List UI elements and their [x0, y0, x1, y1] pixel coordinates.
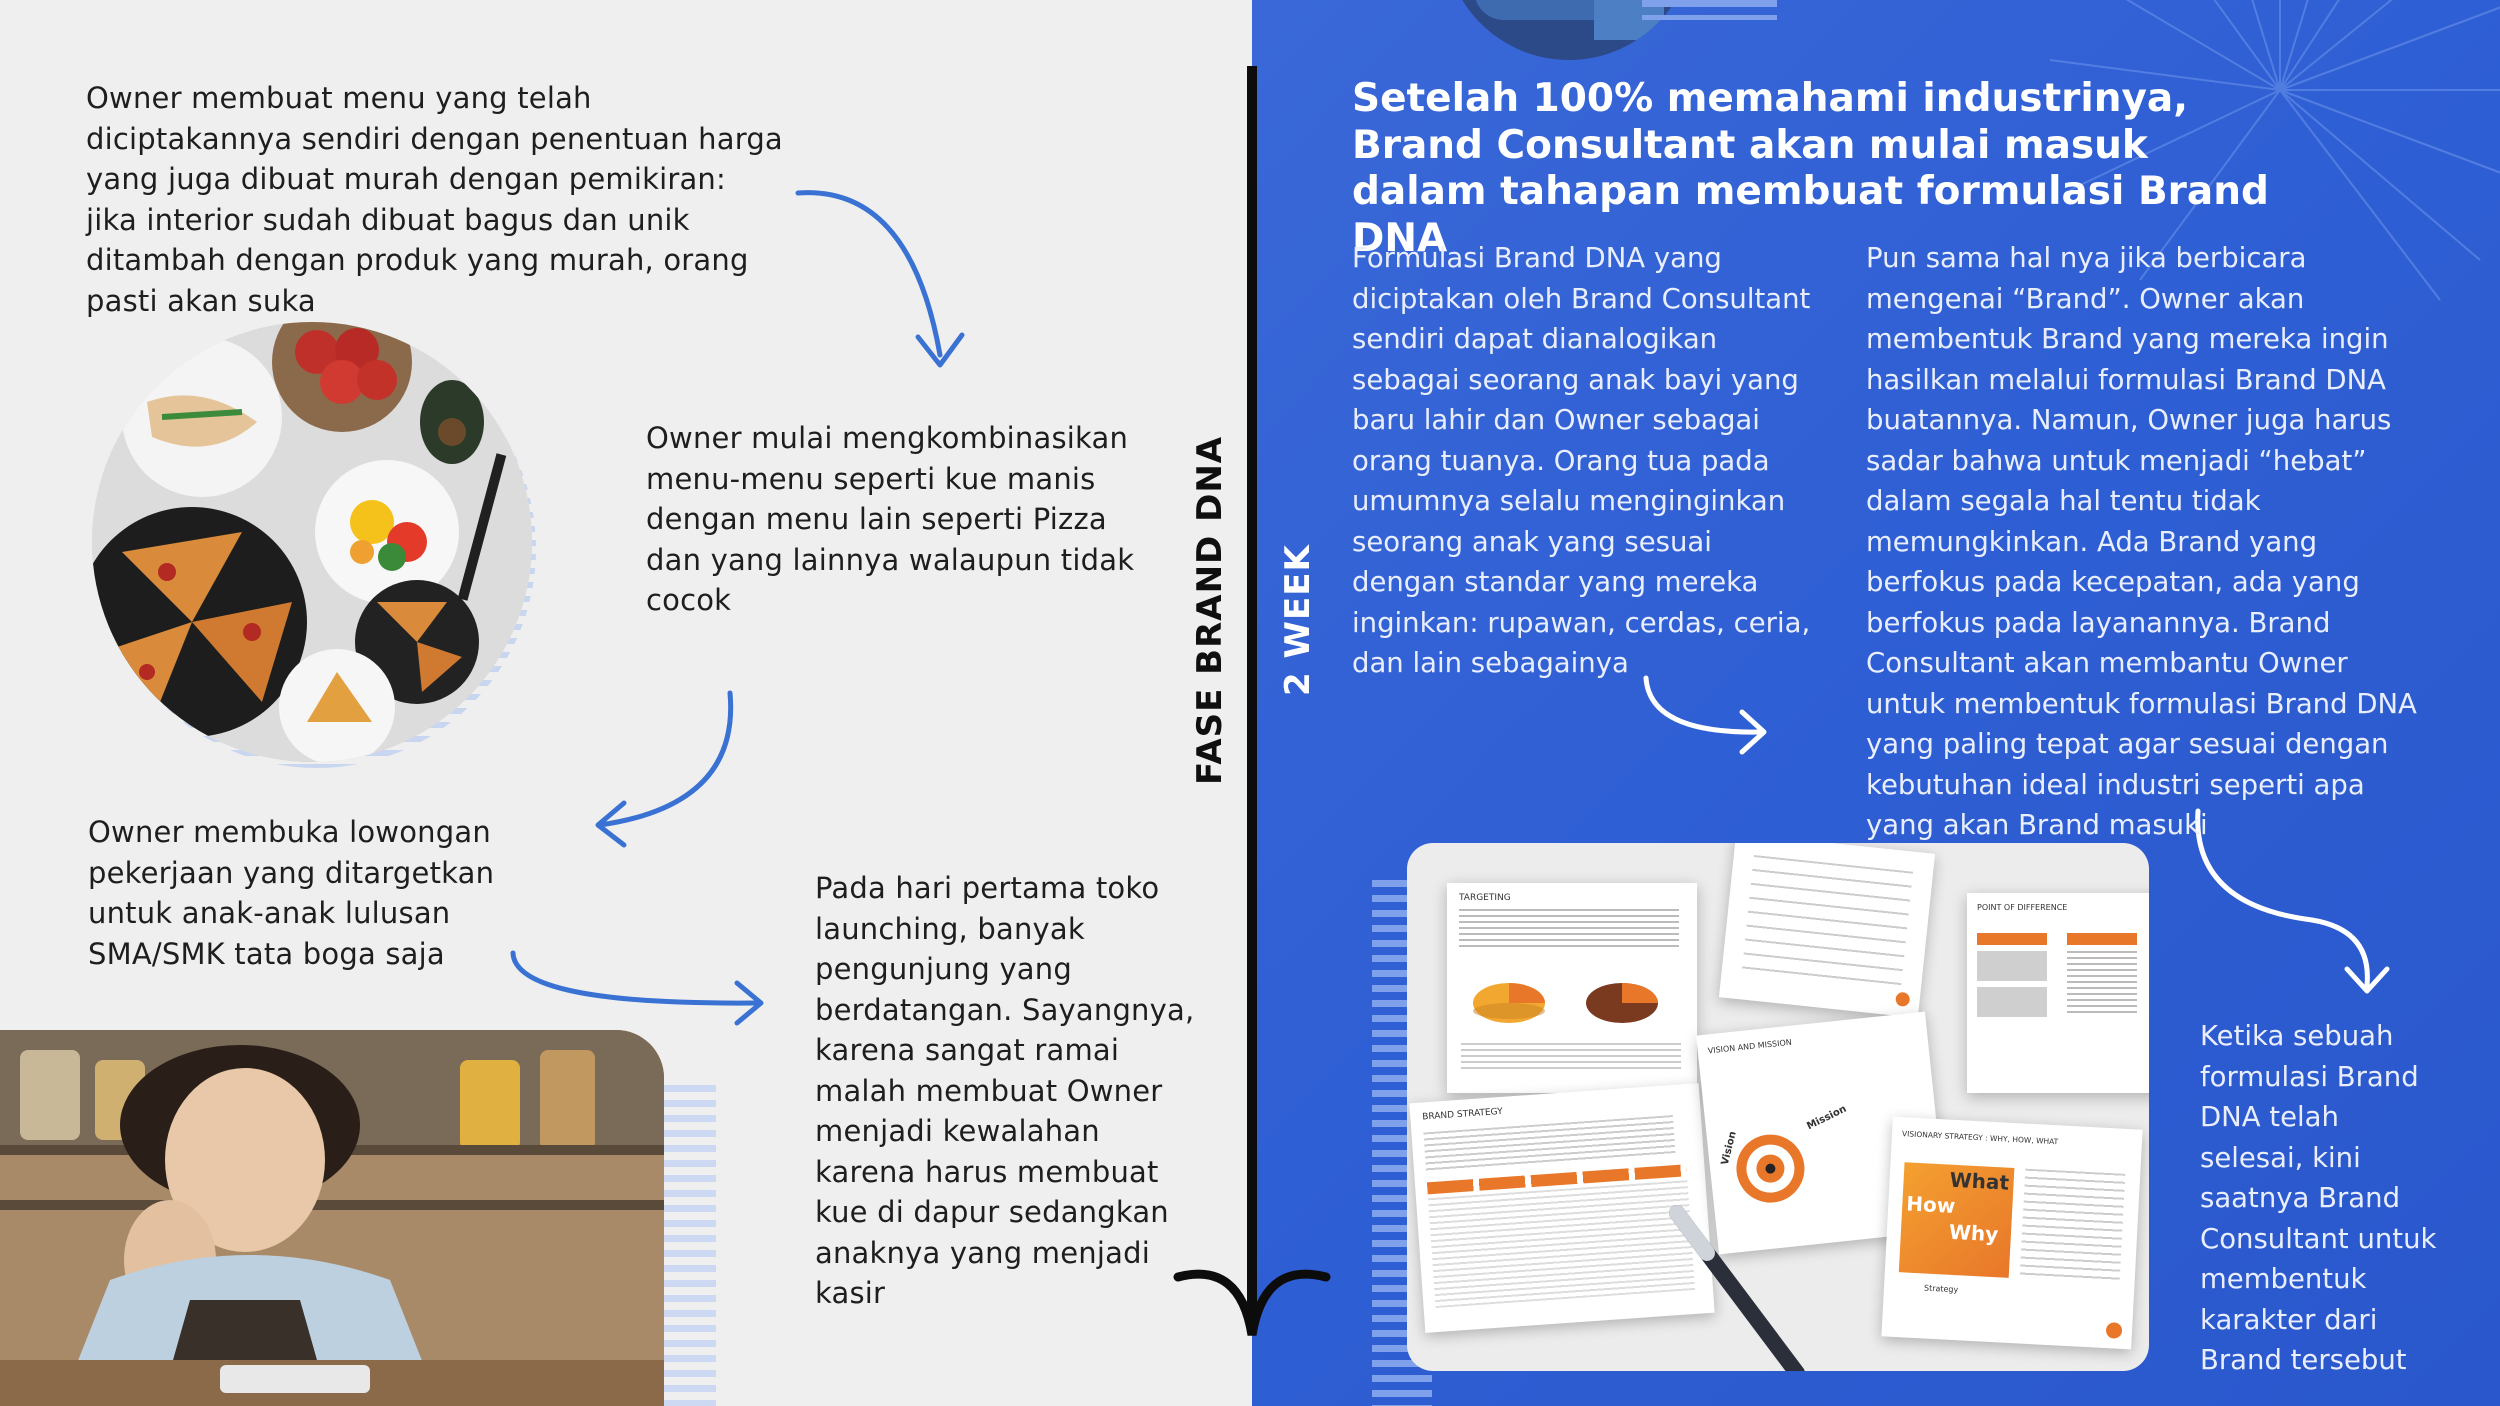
vision-mission-sheet: VISION AND MISSION Vision Mission [1696, 1011, 1948, 1255]
timeline-arrowhead-icon [1173, 1269, 1331, 1336]
targeting-sheet: TARGETING [1447, 883, 1697, 1093]
brand-dna-text-1: Formulasi Brand DNA yang diciptakan oleh… [1352, 242, 1811, 679]
brand-dna-text-3: Ketika sebuah formulasi Brand DNA telah … [2200, 1020, 2437, 1376]
arrow-2-icon [595, 690, 734, 848]
arrow-1-icon [795, 190, 965, 368]
tired-owner-photo [0, 1030, 664, 1406]
arrow-4-icon [1643, 675, 1767, 755]
duration-label: 2 WEEK [1278, 544, 1318, 696]
brand-dna-text-2: Pun sama hal nya jika berbicara mengenai… [1866, 242, 2417, 841]
brand-dna-document-mockup: TARGETING POINT OF DIFF [1407, 843, 2149, 1371]
food-photo [92, 322, 532, 762]
section-heading: Setelah 100% memahami industrinya, Brand… [1352, 76, 2269, 261]
sunburst-decoration-icon [2049, 0, 2500, 301]
story-text-4: Pada hari pertama toko launching, banyak… [815, 871, 1195, 1310]
story-text-1: Owner membuat menu yang telah diciptakan… [86, 81, 783, 318]
arrow-3-icon [510, 950, 764, 1026]
checklist-sheet [1718, 843, 1936, 1019]
visionary-strategy-sheet: VISIONARY STRATEGY : WHY, HOW, WHAT What… [1881, 1116, 2143, 1350]
top-stripes [1642, 0, 1777, 20]
timeline-line [1247, 66, 1257, 1316]
pen-icon [1669, 1205, 1805, 1371]
phase-label: FASE BRAND DNA [1190, 435, 1230, 785]
right-panel: TARGETING POINT OF DIFF [1252, 0, 2500, 1406]
story-text-2: Owner mulai mengkombinasikan menu-menu s… [646, 421, 1135, 617]
point-of-difference-sheet: POINT OF DIFFERENCE [1967, 893, 2149, 1093]
left-panel: Owner membuat menu yang telah diciptakan… [0, 0, 1252, 1406]
story-text-3: Owner membuka lowongan pekerjaan yang di… [88, 815, 495, 971]
arrow-5-icon [2195, 808, 2390, 994]
